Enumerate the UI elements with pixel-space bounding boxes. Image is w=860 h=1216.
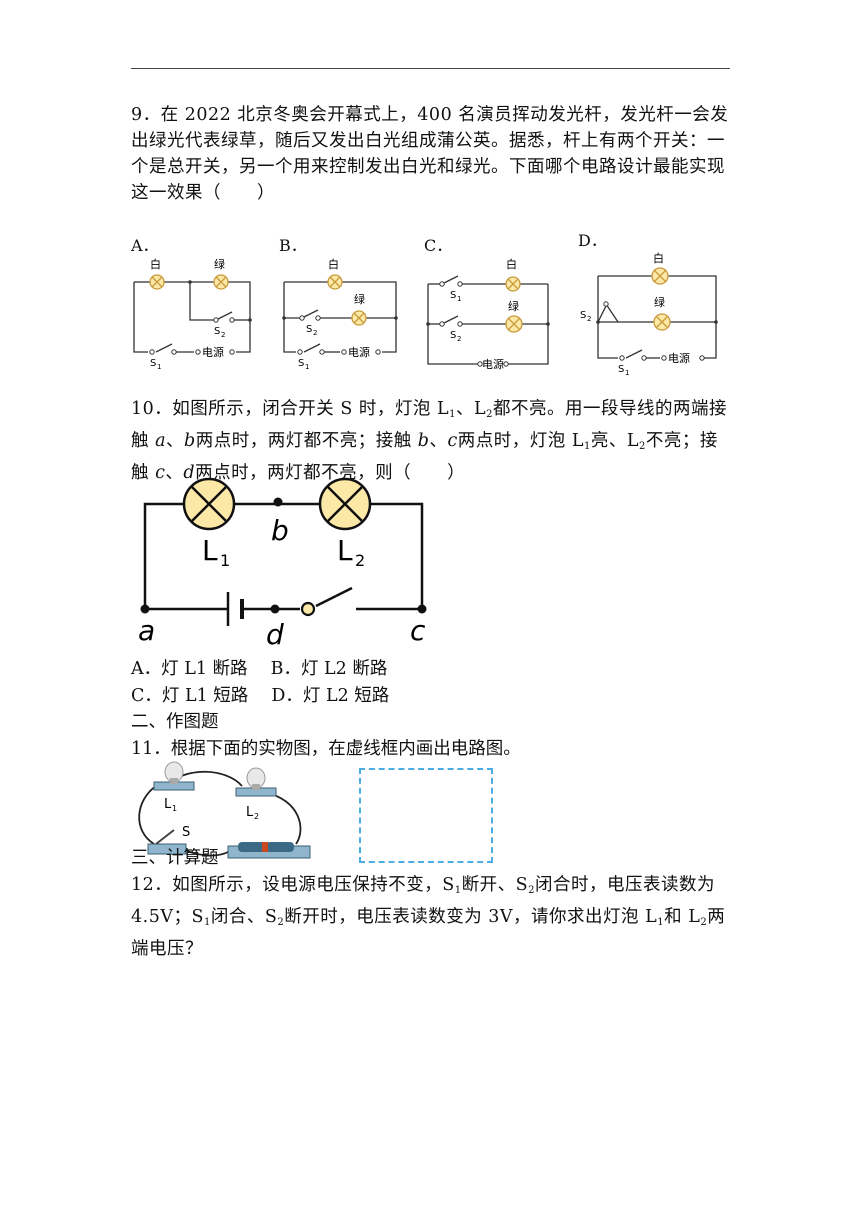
- question-9-text: 9．在 2022 北京冬奥会开幕式上，400 名演员挥动发光杆，发光杆一会发出绿…: [131, 105, 729, 203]
- q9a-s2-label: S: [214, 326, 220, 337]
- q9c-s2-sub: 2: [457, 335, 461, 343]
- q9a-s2-sub: 2: [221, 331, 225, 339]
- q11-l2-sub: 2: [254, 812, 259, 821]
- q11-l1-label: L: [164, 797, 172, 812]
- q11-l1-sub: 1: [172, 804, 177, 813]
- q9b-s1-sub: 1: [305, 363, 309, 370]
- q9d-s2-sub: 2: [587, 315, 591, 323]
- q9b-power-label: 电源: [348, 345, 370, 359]
- q9-option-c-label: C．: [424, 236, 453, 255]
- question-10-text: 10．如图所示，闭合开关 S 时，灯泡 L1、L2都不亮。用一段导线的两端接触 …: [131, 399, 727, 483]
- q9a-green-label: 绿: [214, 257, 225, 271]
- q9-circuit-a: 白 绿 S 2 S 1 电源: [133, 257, 252, 370]
- q9b-s2-sub: 2: [313, 329, 317, 337]
- q10-l2-label: L: [337, 534, 353, 567]
- q10-circuit: L 1 L 2 b a d c: [138, 477, 427, 650]
- q9b-s2-label: S: [306, 324, 312, 335]
- question-12-text: 12．如图所示，设电源电压保持不变，S1断开、S2闭合时，电压表读数为 4.5V…: [131, 875, 726, 959]
- q9d-white-label: 白: [653, 251, 664, 265]
- q9a-s1-sub: 1: [157, 363, 161, 370]
- header-rule: [131, 68, 730, 69]
- q11-physical-circuit: L 1 L 2 S: [138, 761, 311, 859]
- q11-l2-label: L: [246, 805, 254, 820]
- q9c-green-label: 绿: [508, 299, 519, 313]
- q9d-green-label: 绿: [654, 295, 665, 309]
- q9-option-d-label: D．: [578, 231, 607, 250]
- q9c-white-label: 白: [506, 257, 517, 271]
- q9c-power-label: 电源: [482, 357, 504, 371]
- q10-options-row-1: A．灯 L1 断路 B．灯 L2 断路: [131, 656, 387, 682]
- q9a-power-label: 电源: [202, 345, 224, 359]
- q9a-s1-label: S: [150, 358, 156, 369]
- q10-options-row-2: C．灯 L1 短路 D．灯 L2 短路: [131, 683, 389, 709]
- q9b-green-label: 绿: [354, 292, 365, 306]
- q9d-power-label: 电源: [668, 351, 690, 365]
- q9c-s1-label: S: [450, 290, 456, 301]
- q10-option-c: C．灯 L1 短路: [131, 686, 249, 706]
- q10-option-b: B．灯 L2 断路: [270, 659, 388, 679]
- q9d-s1-sub: 1: [625, 369, 629, 377]
- q9-option-b-label: B．: [279, 236, 307, 255]
- q10-l2-sub: 2: [355, 551, 365, 570]
- q10-l1-sub: 1: [220, 551, 230, 570]
- q9-circuit-c: 白 绿 S 1 S 2 电源: [426, 257, 550, 371]
- q9-circuit-b: 白 绿 S 2 S 1 电源: [282, 257, 398, 370]
- q11-answer-box[interactable]: [359, 768, 493, 863]
- q10-l1-label: L: [202, 534, 218, 567]
- q10-option-d: D．灯 L2 短路: [271, 686, 390, 706]
- q9a-white-label: 白: [150, 257, 161, 271]
- q10-option-a: A．灯 L1 断路: [131, 659, 248, 679]
- q9-option-a-label: A．: [131, 236, 159, 255]
- q10-point-a: a: [138, 614, 155, 647]
- q10-point-b: b: [271, 514, 289, 547]
- q9d-s1-label: S: [618, 364, 624, 375]
- q10-point-c: c: [410, 614, 426, 647]
- q9b-s1-label: S: [298, 358, 304, 369]
- question-11-text: 11．根据下面的实物图，在虚线框内画出电路图。: [131, 739, 521, 759]
- section-3-heading: 三、计算题: [131, 848, 219, 868]
- section-2-heading: 二、作图题: [131, 712, 219, 732]
- q11-switch-label: S: [182, 825, 190, 840]
- q9-circuit-d: 白 绿 S 2 S 1 电源: [580, 251, 718, 377]
- q10-point-d: d: [266, 618, 284, 650]
- q9c-s2-label: S: [450, 330, 456, 341]
- q9d-s2-label: S: [580, 310, 586, 321]
- q9b-white-label: 白: [328, 257, 339, 271]
- q9c-s1-sub: 1: [457, 295, 461, 303]
